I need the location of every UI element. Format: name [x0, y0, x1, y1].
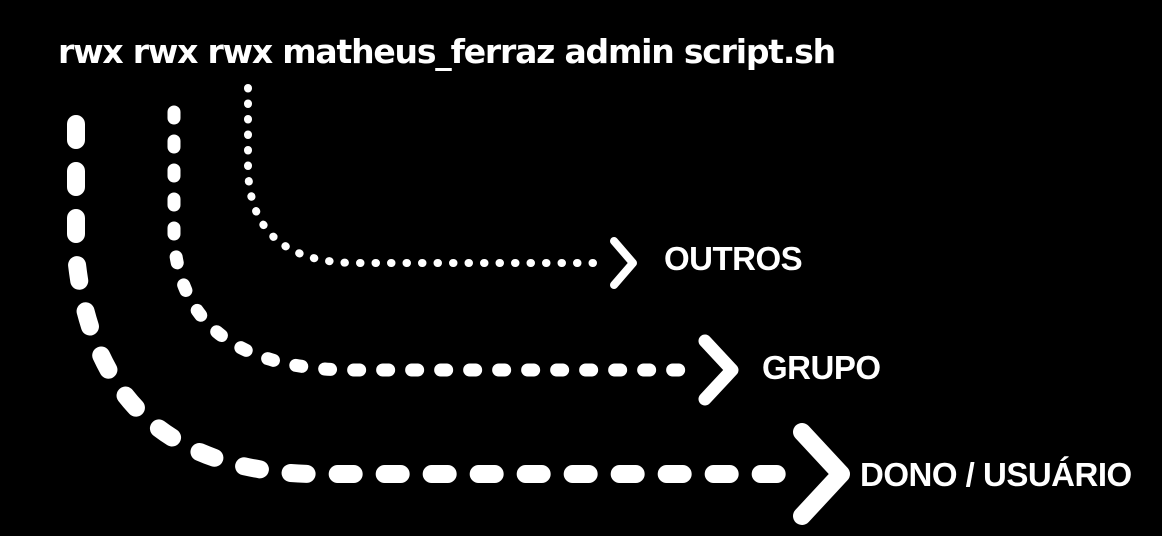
- permission-group-bits: rwx: [132, 32, 199, 71]
- owner-arrowhead-icon: [793, 423, 850, 525]
- permission-others-bits: rwx: [207, 32, 274, 71]
- others-connector-line: [244, 84, 610, 267]
- permission-command-line: rwx rwx rwx matheus_ferraz admin script.…: [58, 28, 836, 76]
- label-others: OUTROS: [664, 240, 802, 277]
- label-group: GRUPO: [762, 349, 881, 386]
- group-arrowhead-icon: [698, 334, 739, 406]
- permission-owner-bits: rwx: [58, 32, 124, 71]
- owner-connector-line: [67, 115, 799, 483]
- owner-name: matheus_ferraz: [282, 32, 555, 71]
- label-owner: DONO / USUÁRIO: [860, 456, 1132, 493]
- file-name: script.sh: [683, 32, 836, 71]
- group-connector-line: [167, 105, 702, 377]
- group-name: admin: [564, 32, 674, 71]
- others-arrowhead-icon: [610, 237, 637, 289]
